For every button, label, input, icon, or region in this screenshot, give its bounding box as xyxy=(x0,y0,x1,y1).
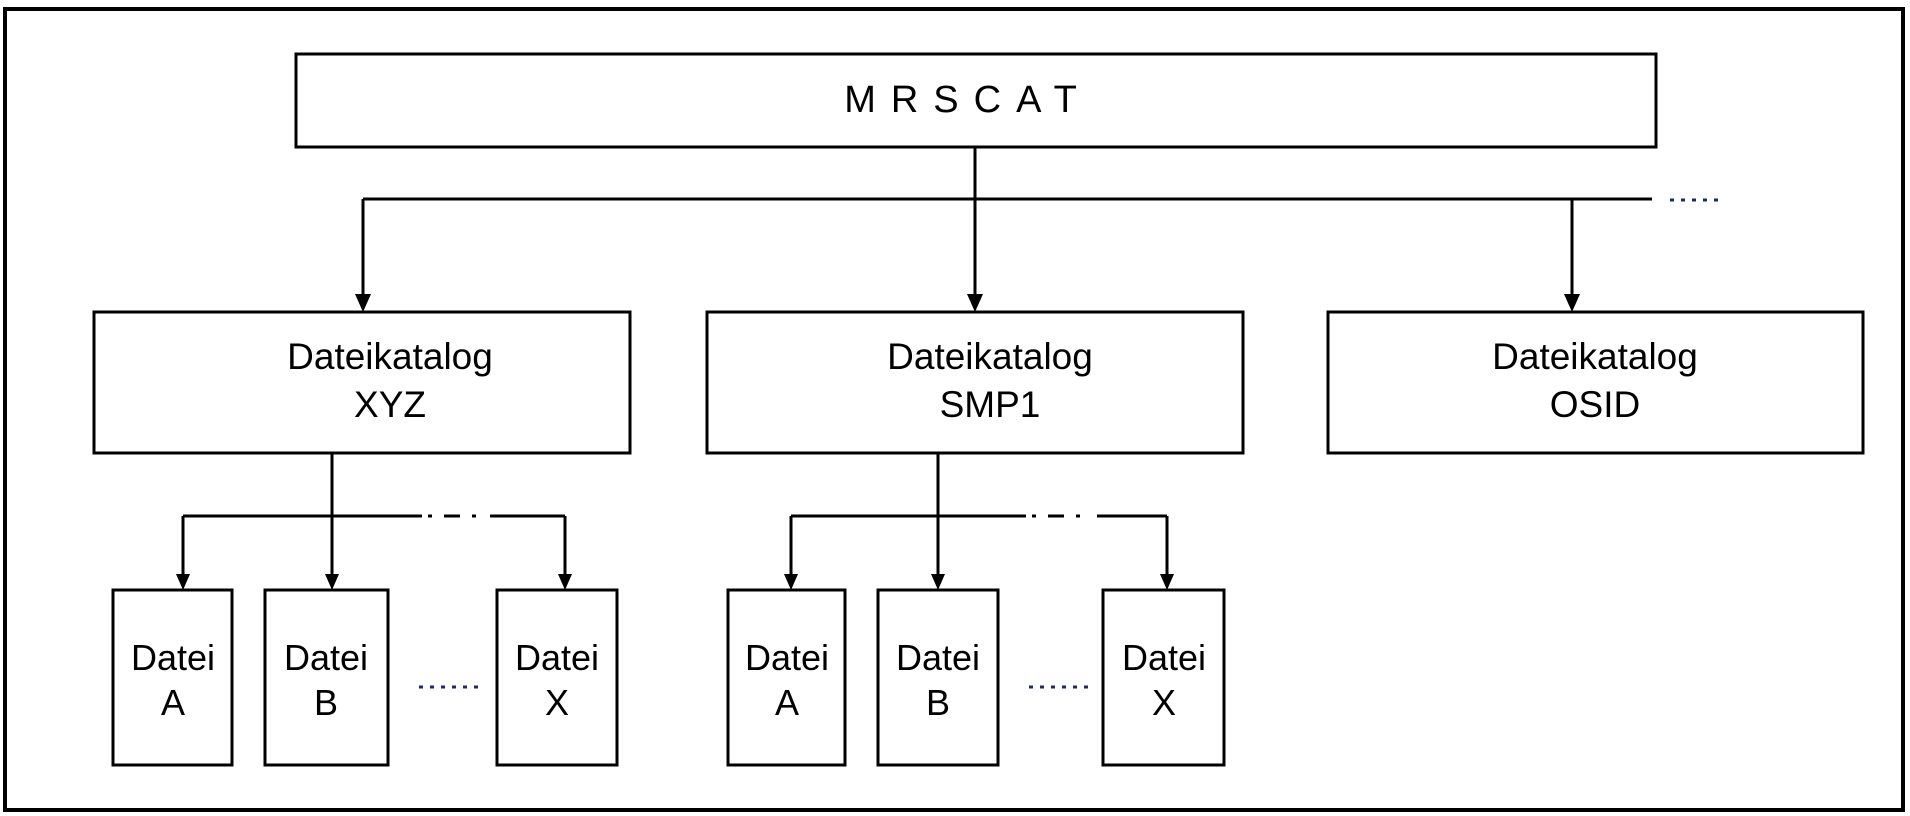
file-name: B xyxy=(314,682,338,723)
file-title: Datei xyxy=(745,637,829,678)
file-title: Datei xyxy=(131,637,215,678)
file-node: Datei A xyxy=(111,588,234,767)
file-name: X xyxy=(1152,682,1176,723)
file-box xyxy=(495,588,619,767)
catalog-box xyxy=(1326,310,1865,455)
file-node: Datei X xyxy=(1101,588,1226,767)
file-node: Datei X xyxy=(495,588,619,767)
root-node: MRSCAT xyxy=(294,52,1658,149)
arrow-down-icon xyxy=(1160,574,1174,590)
arrow-down-icon xyxy=(558,574,572,590)
catalog-name: OSID xyxy=(1550,384,1640,425)
file-name: A xyxy=(775,682,799,723)
arrow-down-icon xyxy=(325,574,339,590)
arrow-down-icon xyxy=(784,574,798,590)
catalog-title: Dateikatalog xyxy=(1492,336,1698,377)
file-node: Datei A xyxy=(726,588,847,767)
arrow-down-icon xyxy=(176,574,190,590)
arrow-down-icon xyxy=(1564,294,1580,312)
smp1-file-connectors xyxy=(784,453,1174,590)
catalog-box xyxy=(92,310,632,455)
root-connectors xyxy=(355,147,1718,312)
file-title: Datei xyxy=(896,637,980,678)
catalog-name: SMP1 xyxy=(940,384,1041,425)
catalog-title: Dateikatalog xyxy=(287,336,493,377)
file-node: Datei B xyxy=(876,588,1000,767)
root-label: MRSCAT xyxy=(844,79,1092,121)
file-title: Datei xyxy=(515,637,599,678)
file-node: Datei B xyxy=(263,588,390,767)
file-box xyxy=(263,588,390,767)
arrow-down-icon xyxy=(967,294,983,312)
root-box xyxy=(294,52,1658,149)
catalog-node-xyz: Dateikatalog XYZ xyxy=(92,310,632,455)
file-box xyxy=(111,588,234,767)
file-name: X xyxy=(545,682,569,723)
arrow-down-icon xyxy=(355,294,371,312)
arrow-down-icon xyxy=(931,574,945,590)
catalog-node-smp1: Dateikatalog SMP1 xyxy=(705,310,1245,455)
catalog-box xyxy=(705,310,1245,455)
xyz-file-connectors xyxy=(176,453,572,590)
file-box xyxy=(876,588,1000,767)
file-name: B xyxy=(926,682,950,723)
file-box xyxy=(1101,588,1226,767)
file-title: Datei xyxy=(284,637,368,678)
file-title: Datei xyxy=(1122,637,1206,678)
file-box xyxy=(726,588,847,767)
catalog-name: XYZ xyxy=(354,384,426,425)
file-name: A xyxy=(161,682,185,723)
catalog-title: Dateikatalog xyxy=(887,336,1093,377)
catalog-node-osid: Dateikatalog OSID xyxy=(1326,310,1865,455)
